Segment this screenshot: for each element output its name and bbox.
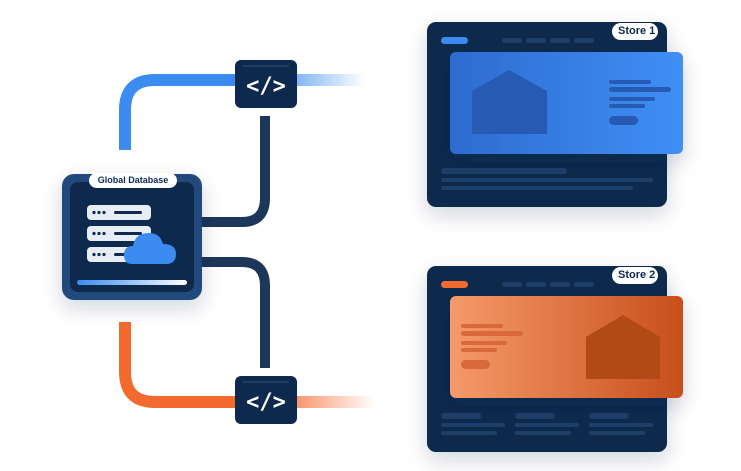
database-progress-bar (77, 280, 187, 285)
store-2-product-card (450, 296, 683, 398)
cloud-icon (124, 233, 176, 264)
store-2-product-image (586, 315, 660, 379)
global-database-label: Global Database (89, 173, 177, 188)
blue-connection-line (119, 74, 365, 150)
orange-connection-line (119, 322, 375, 408)
store-1-label: Store 1 (612, 23, 658, 40)
store-2-buy-button (461, 360, 490, 369)
code-node-top: </> (235, 60, 297, 108)
code-icon: </> (246, 390, 286, 415)
store-2-label: Store 2 (612, 267, 658, 284)
store-1-buy-button (609, 116, 638, 125)
navy-connection-upper (200, 116, 270, 227)
code-icon: </> (246, 74, 286, 99)
store-2-logo (441, 281, 468, 288)
navy-connection-lower (200, 257, 270, 368)
code-node-bottom: </> (235, 376, 297, 424)
store-1-product-card (450, 52, 683, 154)
store-1-logo (441, 37, 468, 44)
store-1-product-image (472, 70, 547, 134)
